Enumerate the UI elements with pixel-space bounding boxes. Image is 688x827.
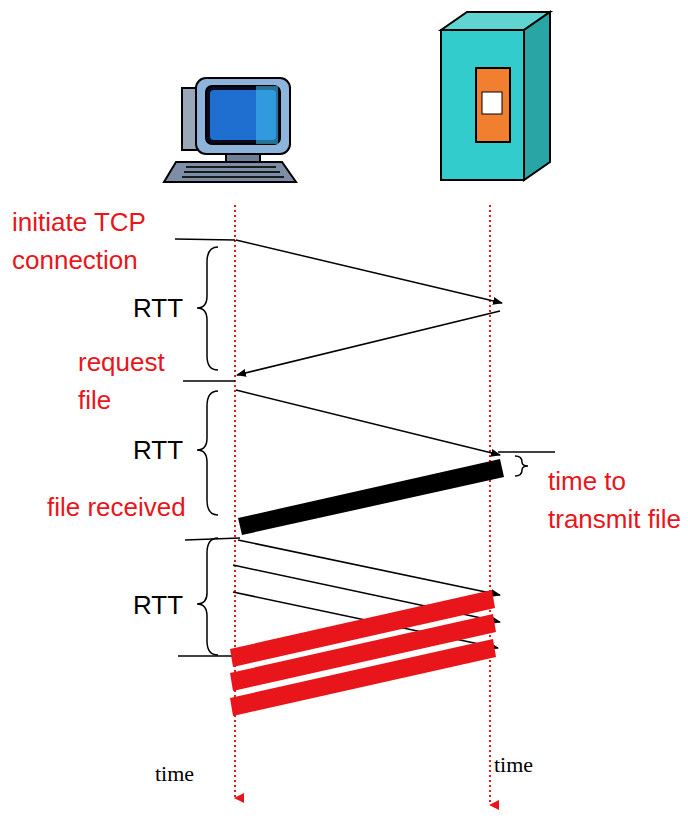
step-label: file received [47,488,187,526]
tick-lines [175,239,555,656]
rtt-label: RTT [133,435,203,465]
server-box [441,12,550,180]
client-computer [164,78,296,182]
step-label: initiate TCP connection [12,203,194,279]
time-axis-label: time [494,752,574,778]
message-arrows [233,240,502,648]
server-timeline [489,205,491,805]
rtt-label: RTT [133,293,203,323]
time-axis-label: time [155,761,235,787]
rtt-label: RTT [133,590,203,620]
file-band [238,459,504,535]
object-bands [230,590,496,716]
step-label: request file [78,343,200,419]
rtt-braces [197,247,528,655]
step-label: time to transmit file [548,462,684,538]
